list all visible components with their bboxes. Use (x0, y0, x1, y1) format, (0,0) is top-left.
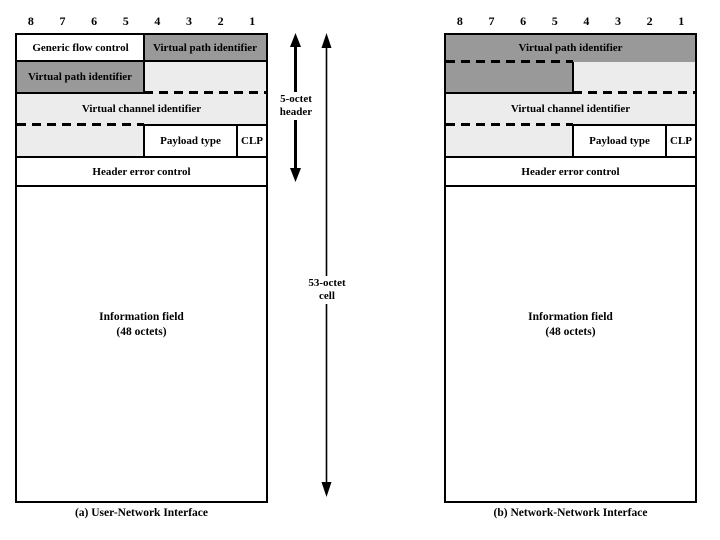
bit-number: 3 (614, 14, 621, 28)
row-divider (446, 156, 695, 158)
bit-number: 6 (520, 14, 527, 28)
uni-vpi2-label: Virtual path identifier (27, 71, 133, 83)
bit-number: 2 (217, 14, 224, 28)
bit-number: 8 (27, 14, 34, 28)
uni-vci-upper-cell (144, 62, 266, 94)
field-continuation-dashed-line (573, 91, 695, 94)
nni-cell-table: Virtual path identifier Virtual channel … (444, 33, 697, 503)
uni-vci-cell (17, 94, 266, 126)
bit-number: 5 (122, 14, 129, 28)
column-divider (143, 62, 145, 94)
bit-number: 1 (678, 14, 685, 28)
row-divider (17, 92, 144, 94)
bit-numbers-nni: 8 7 6 5 4 3 2 1 (444, 13, 697, 29)
row-divider (446, 185, 695, 187)
bit-number: 5 (551, 14, 558, 28)
bit-number: 4 (154, 14, 161, 28)
bit-number: 7 (488, 14, 495, 28)
bit-number: 7 (59, 14, 66, 28)
cell-size-line1: 53-octet (308, 277, 346, 289)
uni-vpi-shaded-cell (144, 35, 266, 62)
row-divider (573, 124, 695, 126)
uni-payload-type-label: Payload type (160, 135, 221, 147)
row-divider (144, 124, 266, 126)
information-field-line2: (48 octets) (545, 326, 596, 338)
nni-hec-label: Header error control (521, 165, 620, 178)
nni-vci-label: Virtual channel identifier (510, 103, 631, 115)
row-divider (17, 185, 266, 187)
uni-clp-label: CLP (241, 135, 263, 147)
field-continuation-dashed-line (144, 91, 266, 94)
uni-caption: (a) User-Network Interface (74, 507, 209, 519)
column-divider (143, 35, 145, 62)
field-continuation-dashed-line (17, 123, 144, 126)
row-divider (17, 156, 266, 158)
column-divider (665, 126, 667, 158)
uni-cell-table: Generic flow control Virtual path identi… (15, 33, 268, 503)
column-divider (236, 126, 238, 158)
nni-vci-upper-cell (573, 62, 695, 94)
bit-number: 3 (185, 14, 192, 28)
uni-vci-lower-cell (17, 126, 144, 158)
header-size-line1: 5-octet (280, 93, 312, 105)
nni-vci-cell (446, 94, 695, 126)
uni-gfc-label: Generic flow control (32, 42, 129, 54)
row-divider (17, 60, 266, 62)
information-field-line1: Information field (528, 311, 613, 323)
uni-vpi2-shaded-cell (17, 62, 144, 94)
bit-numbers-uni: 8 7 6 5 4 3 2 1 (15, 13, 268, 29)
bit-number: 4 (583, 14, 590, 28)
bit-number: 2 (646, 14, 653, 28)
cell-size-line2: cell (319, 290, 335, 302)
nni-clp-label: CLP (670, 135, 692, 147)
bit-number: 8 (456, 14, 463, 28)
row-divider (446, 92, 573, 94)
bit-number: 1 (249, 14, 256, 28)
nni-vci-lower-cell (446, 126, 573, 158)
nni-vpi-shaded-cell (446, 35, 695, 62)
uni-information-field-label: Information field (48 octets) (17, 305, 266, 345)
nni-vpi2-shaded-cell (446, 62, 573, 94)
nni-caption: (b) Network-Network Interface (493, 507, 648, 519)
information-field-line1: Information field (99, 311, 184, 323)
information-field-line2: (48 octets) (116, 326, 167, 338)
nni-information-field-label: Information field (48 octets) (446, 305, 695, 345)
column-divider (143, 126, 145, 158)
fifty-three-octet-cell-arrow (321, 33, 332, 497)
column-divider (572, 62, 574, 94)
uni-vpi-label: Virtual path identifier (152, 42, 258, 54)
column-divider (572, 126, 574, 158)
uni-vci-label: Virtual channel identifier (81, 103, 202, 115)
field-continuation-dashed-line (446, 123, 573, 126)
uni-hec-label: Header error control (92, 165, 191, 178)
field-continuation-dashed-line (446, 60, 573, 63)
nni-vpi-label: Virtual path identifier (518, 42, 623, 54)
bit-number: 6 (91, 14, 98, 28)
fifty-three-octet-cell-label: 53-octet cell (302, 276, 352, 304)
five-octet-header-label: 5-octet header (271, 92, 321, 120)
nni-payload-type-label: Payload type (589, 135, 650, 147)
header-size-line2: header (279, 106, 313, 118)
